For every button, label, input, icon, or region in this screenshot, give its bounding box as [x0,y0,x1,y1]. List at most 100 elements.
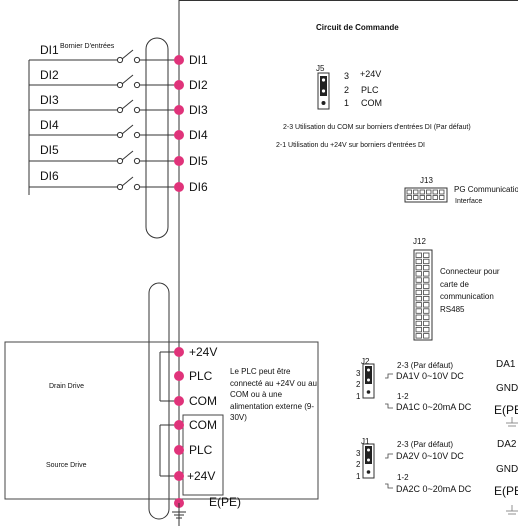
j12-connector [413,249,433,341]
di5-input-label: DI5 [40,143,59,157]
circuit-title: Circuit de Commande [316,23,399,32]
j13-pin [413,195,419,200]
j5-pin1: 1 [344,98,350,108]
earth-label: E(PE) [209,495,242,509]
terminal-plc-2: PLC [189,443,213,457]
terminal-com-2: COM [189,418,217,432]
terminal-24v: +24V [189,345,218,359]
j2-opt2-head: 1-2 [397,392,409,401]
j13-pin [413,189,419,195]
j2-opt1-val: DA1V 0~10V DC [396,371,464,381]
terminal-di1: DI1 [189,53,208,67]
j2-jumper [362,363,375,399]
j5-name: J5 [316,64,325,73]
j12-pin [423,271,430,277]
j12-pin [423,326,430,333]
j13-pin [432,195,438,200]
j12-text: Connecteur pour carte de communication R… [440,267,500,314]
dot-plc [174,371,184,381]
j12-pin [415,252,422,258]
j12-pin [415,289,422,296]
j12-pin [423,252,430,258]
j2-right-gnd: GND [496,383,518,394]
j13-pin [439,195,445,200]
j12-pin [423,283,430,289]
j12-pin [423,277,430,283]
j12-pin [423,289,430,296]
j5-pin3-label: +24V [360,69,382,79]
j13-connector [404,187,448,203]
j5-jumper [317,72,330,110]
terminal-di3: DI3 [189,103,208,117]
j5-pin1-label: COM [361,98,382,108]
j13-pin [426,195,432,200]
dot-di3 [174,105,184,115]
terminal-plc: PLC [189,369,213,383]
source-terminal-box [182,414,224,496]
j5-note-21: 2-1 Utilisation du +24V sur borniers d'e… [276,142,425,149]
switch-row-5 [29,150,179,165]
j12-pin [415,314,422,320]
j12-pin [423,302,430,308]
j1-opt2-head: 1-2 [397,473,409,482]
j12-pin [423,320,430,327]
terminal-di4: DI4 [189,128,208,142]
j13-title: PG Communication [454,185,518,194]
j1-opt1-val: DA2V 0~10V DC [396,451,464,461]
j12-pin [415,277,422,283]
dot-24v [174,347,184,357]
j12-pin [415,258,422,265]
j2-opt2-val: DA1C 0~20mA DC [396,402,472,412]
dot-di2 [174,80,184,90]
j1-right-da2: DA2 [497,439,517,450]
j12-pin [415,295,422,302]
dot-di4 [174,130,184,140]
j13-pin [419,189,425,195]
j5-pin2-label: PLC [361,85,379,95]
dot-di1 [174,55,184,65]
j1-opt1-head: 2-3 (Par défaut) [397,440,454,449]
switch-row-3 [29,99,179,114]
source-drive-label: Source Drive [46,462,87,469]
j5-pin3: 3 [344,71,350,81]
di2-input-label: DI2 [40,68,59,82]
dot-com2 [174,420,184,430]
j12-pin [423,258,430,265]
j2-pin1: 1 [356,392,361,401]
j12-pin [415,308,422,314]
j2-pin3: 3 [356,369,361,378]
j2-right-da1: DA1 [496,359,516,370]
j1-jumper [362,443,375,479]
j2-pin2: 2 [356,380,361,389]
j5-pin2: 2 [344,85,350,95]
j12-pin [415,264,422,271]
dot-di6 [174,182,184,192]
j12-pin [423,333,430,339]
drive-box [4,341,319,500]
terminal-di2: DI2 [189,78,208,92]
j2-right-pe: E(PE [494,403,518,417]
j12-pin [423,314,430,320]
dot-plc2 [174,445,184,455]
j1-pin1: 1 [356,472,361,481]
earth-right-1 [506,417,518,427]
j12-pin [415,302,422,308]
j12-pin [423,295,430,302]
j1-pin2: 2 [356,460,361,469]
j13-subtitle: Interface [455,198,483,205]
j12-pin [415,271,422,277]
j12-pin [415,326,422,333]
dot-di5 [174,156,184,166]
di3-input-label: DI3 [40,93,59,107]
j13-pin [406,189,412,195]
j13-pin [426,189,432,195]
bornier-label: Bornier D'entrées [60,43,115,50]
j1-opt2-val: DA2C 0~20mA DC [396,484,472,494]
terminal-com: COM [189,394,217,408]
input-capsule [145,37,169,239]
di4-input-label: DI4 [40,118,59,132]
j12-name: J12 [413,237,426,246]
j1-pin3: 3 [356,449,361,458]
di1-input-label: DI1 [40,43,59,57]
